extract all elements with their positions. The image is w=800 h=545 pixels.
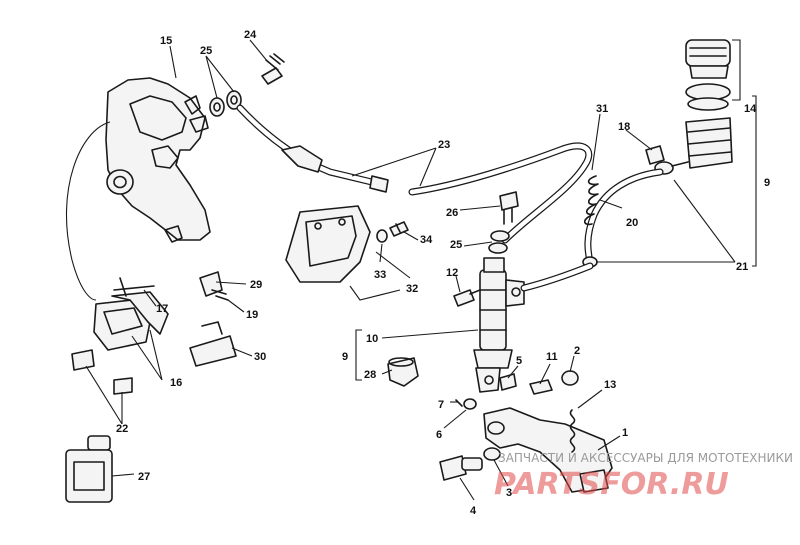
callout-13: 13: [604, 379, 616, 391]
washer-upper-right: [226, 90, 242, 110]
hose-spring: [583, 175, 599, 226]
nut-2: [561, 370, 579, 386]
watermark-logo: PARTSFOR.RU: [494, 467, 729, 502]
callout-17: 17: [156, 303, 168, 315]
callout-30: 30: [254, 351, 266, 363]
callout-15: 15: [160, 35, 172, 47]
brake-pads: [93, 291, 169, 351]
callout-11: 11: [546, 351, 558, 363]
callout-12: 12: [446, 267, 458, 279]
callout-9-right: 9: [764, 177, 770, 189]
callout-7: 7: [438, 399, 444, 411]
callout-24: 24: [244, 29, 257, 41]
bolt-34: [389, 221, 409, 237]
callout-32: 32: [406, 283, 418, 295]
callout-6: 6: [436, 429, 442, 441]
callout-23: 23: [438, 139, 450, 151]
bushing-3: [483, 447, 501, 461]
brake-caliper: [105, 77, 211, 243]
reservoir: [654, 39, 733, 175]
reservoir-hose: [584, 168, 664, 266]
callout-33: 33: [374, 269, 386, 281]
leader-lines: [85, 39, 757, 501]
callout-25-mid: 25: [450, 239, 462, 251]
callout-20: 20: [626, 217, 638, 229]
callout-34: 34: [420, 234, 433, 246]
bleed-screw: [71, 349, 133, 395]
pad-plate-30: [189, 321, 237, 367]
bolt-11: [529, 379, 553, 395]
bolt-12: [453, 289, 481, 307]
pedal-pivot-bolt: [439, 455, 483, 481]
washer-25-mid: [488, 230, 510, 254]
pin-19: [211, 289, 229, 301]
callout-1: 1: [622, 427, 628, 439]
cotter-pin-7: [455, 399, 463, 407]
callout-16: 16: [170, 377, 182, 389]
callout-18: 18: [618, 121, 630, 133]
callout-labels: 15 24 25 23 31 18 14 9 20 21 26 25 34 33…: [116, 29, 770, 517]
callout-19: 19: [246, 309, 258, 321]
watermark: ЗАПЧАСТИ И АКСЕССУАРЫ ДЛЯ МОТОТЕХНИКИ PA…: [494, 451, 793, 502]
callout-25-top: 25: [200, 45, 212, 57]
callout-14: 14: [744, 103, 757, 115]
clip-18: [645, 145, 665, 165]
pedal-spring-13: [569, 409, 576, 453]
callout-28: 28: [364, 369, 376, 381]
pad-pin-17: [113, 277, 155, 297]
brake-fluid-bottle: [65, 435, 113, 503]
callout-29: 29: [250, 279, 262, 291]
banjo-bolt-26: [499, 191, 519, 225]
callout-2: 2: [574, 345, 580, 357]
callout-21: 21: [736, 261, 748, 273]
heel-guard: [285, 205, 371, 283]
callout-22: 22: [116, 423, 128, 435]
callout-27: 27: [138, 471, 150, 483]
callout-4: 4: [470, 505, 477, 517]
master-cylinder: [473, 257, 525, 393]
dust-boot: [387, 357, 419, 387]
brake-hose: [236, 104, 593, 244]
pin-5: [499, 373, 517, 391]
washer-upper-left: [209, 97, 225, 117]
callout-26: 26: [446, 207, 458, 219]
brake-pedal: [483, 407, 613, 493]
callout-10: 10: [366, 333, 378, 345]
callout-3: 3: [506, 487, 512, 499]
washer-33: [376, 229, 388, 243]
watermark-tagline: ЗАПЧАСТИ И АКСЕССУАРЫ ДЛЯ МОТОТЕХНИКИ: [498, 451, 793, 465]
callout-5: 5: [516, 355, 522, 367]
clevis-pin-6: [463, 398, 477, 410]
callout-31: 31: [596, 103, 608, 115]
callout-9-left: 9: [342, 351, 348, 363]
pad-spring-29: [199, 271, 223, 297]
